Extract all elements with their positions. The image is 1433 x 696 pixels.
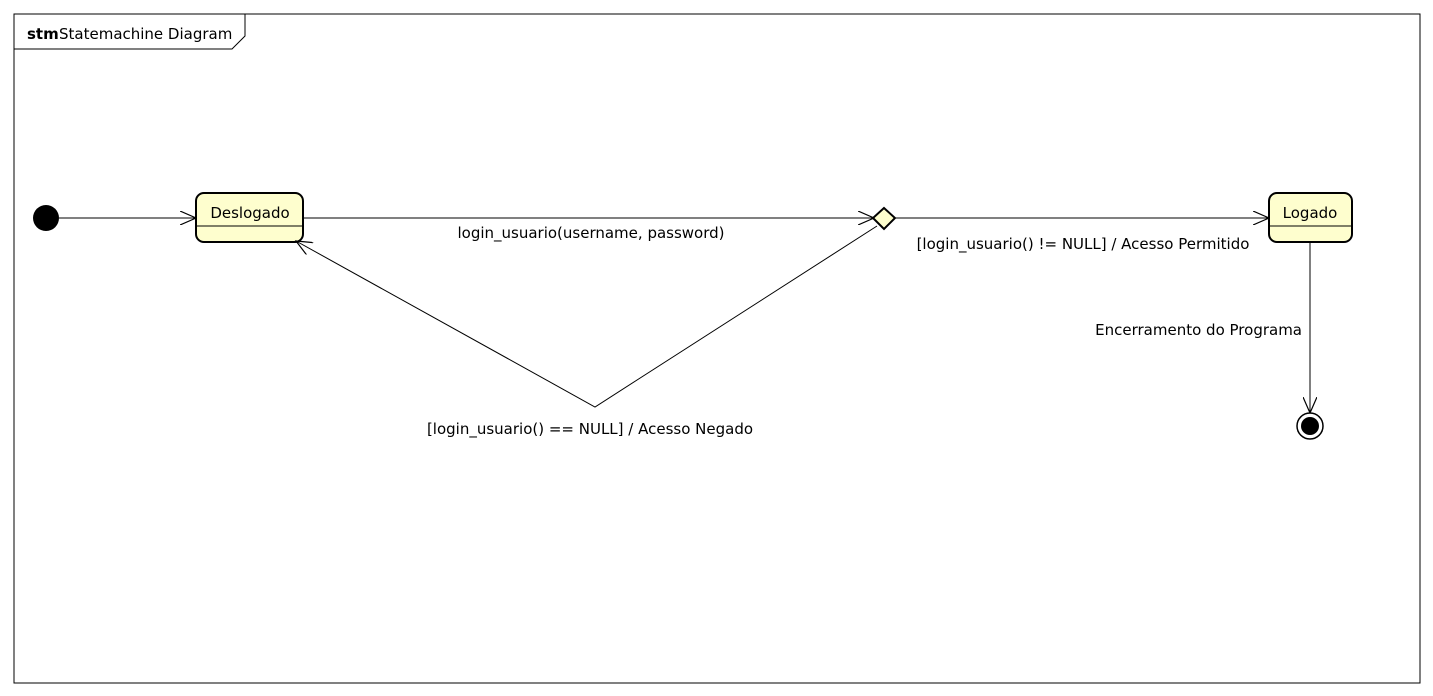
transition-permitido-label: [login_usuario() != NULL] / Acesso Permi… xyxy=(917,235,1250,254)
initial-state[interactable] xyxy=(33,205,59,231)
transition-encerramento-label: Encerramento do Programa xyxy=(1095,321,1302,339)
choice-node[interactable] xyxy=(871,206,897,231)
frame-title: Statemachine Diagram xyxy=(59,25,232,43)
diagram-frame: stm Statemachine Diagram xyxy=(13,13,1421,684)
state-logado[interactable]: Logado xyxy=(1268,192,1353,243)
frame-keyword: stm xyxy=(27,25,59,43)
transition-login-label: login_usuario(username, password) xyxy=(457,224,724,243)
state-logado-label: Logado xyxy=(1283,204,1338,222)
transition-negado[interactable] xyxy=(296,225,878,408)
transition-negado-label: [login_usuario() == NULL] / Acesso Negad… xyxy=(427,420,753,439)
frame-tab xyxy=(14,14,246,50)
state-deslogado-label: Deslogado xyxy=(210,204,289,222)
final-state[interactable] xyxy=(1296,412,1324,440)
state-deslogado[interactable]: Deslogado xyxy=(195,192,304,243)
